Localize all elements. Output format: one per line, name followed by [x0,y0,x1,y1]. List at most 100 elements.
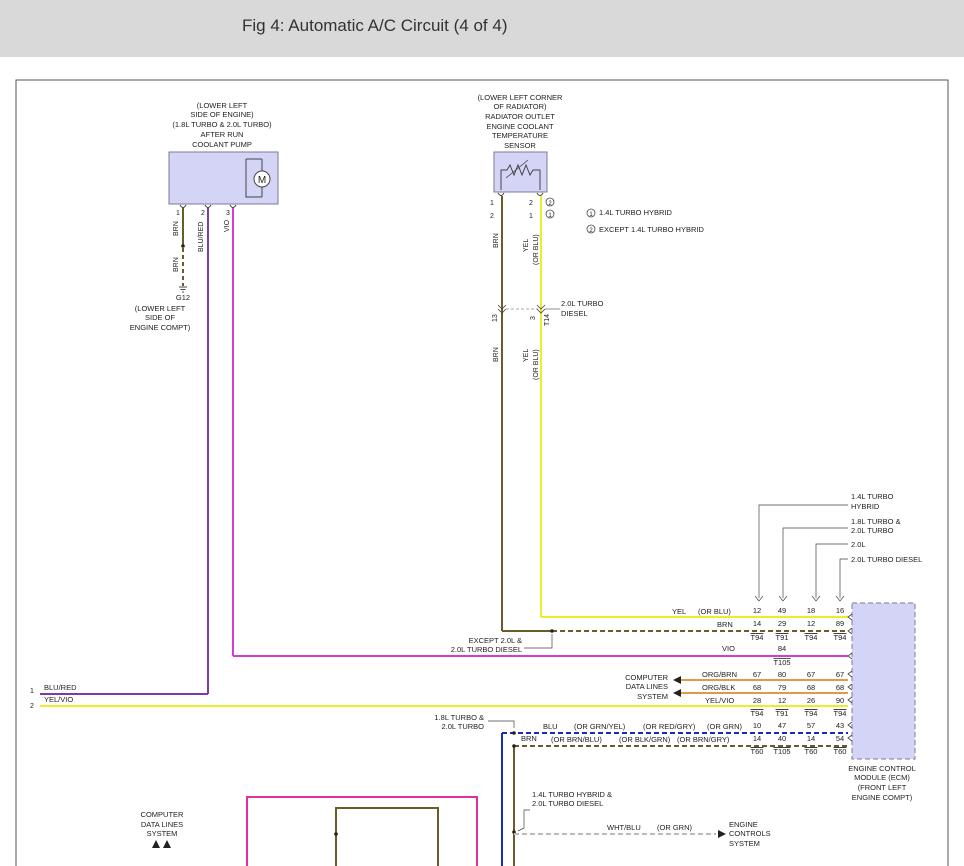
pump-pin-1: 1 [176,210,180,217]
svg-text:T91: T91 [776,709,789,718]
svg-text:DATA LINES: DATA LINES [626,682,668,691]
pump-pin-terminals [179,204,237,208]
sensor-callout-1: 2 [548,201,552,207]
svg-text:(LOWER LEFT: (LOWER LEFT [135,304,186,313]
engine-controls-label: ENGINE CONTROLS SYSTEM [729,820,771,848]
sensor-pin-a1: 1 [490,200,494,207]
svg-text:(FRONT LEFT: (FRONT LEFT [858,783,907,792]
sensor-callout-2: 1 [548,213,552,219]
splice-dot [181,244,185,248]
motor-label: M [258,175,266,186]
thermistor-icon [500,163,541,190]
svg-text:26: 26 [807,696,815,705]
variant-legend: 1 1.4L TURBO HYBRID 2 EXCEPT 1.4L TURBO … [586,208,704,234]
svg-text:89: 89 [836,619,844,628]
svg-text:47: 47 [778,721,786,730]
except-note-line1: EXCEPT 2.0L & [469,636,522,645]
pump-wire1-label: BRN [173,221,180,236]
ecm-row6-alt3: (OR GRN) [707,722,742,731]
t14-pin-left: 13 [492,314,499,322]
splice-dot [512,731,516,735]
svg-text:SENSOR: SENSOR [504,141,536,150]
ecm-module-box [851,602,916,760]
svg-text:RADIATOR OUTLET: RADIATOR OUTLET [485,112,555,121]
svg-text:T105: T105 [773,747,790,756]
splice-dot [512,830,516,834]
ecm-row5-pins: 28 12 26 90 [753,696,844,705]
ecm-row6-pins: 10 47 57 43 [753,721,844,730]
svg-text:T94: T94 [805,709,818,718]
ecm-label: ENGINE CONTROL MODULE (ECM) (FRONT LEFT … [848,764,916,802]
svg-text:ENGINE COOLANT: ENGINE COOLANT [486,122,554,131]
svg-text:CONTROLS: CONTROLS [729,829,771,838]
svg-text:14: 14 [753,619,761,628]
svg-text:14: 14 [753,734,761,743]
t14-pin-right: 3 [530,316,537,320]
sensor-wire-right-alt-label: (OR BLU) [533,234,540,265]
svg-text:54: 54 [836,734,844,743]
svg-text:T91: T91 [776,633,789,642]
svg-text:67: 67 [807,670,815,679]
turbo-note-leader [488,720,515,728]
svg-text:G12: G12 [176,293,190,302]
svg-text:68: 68 [807,683,815,692]
arrow-up-icon [163,840,171,848]
arrow-up-icon [152,840,160,848]
svg-text:SIDE OF: SIDE OF [145,313,175,322]
svg-text:12: 12 [753,606,761,615]
ground-g12-label: G12 (LOWER LEFT SIDE OF ENGINE COMPT) [130,293,191,332]
ecm-row3-wire: ORG/BRN [702,670,737,679]
ecm-row3-pins: 67 80 67 67 [753,670,844,679]
svg-text:1.8L TURBO &: 1.8L TURBO & [434,713,484,722]
svg-text:10: 10 [753,721,761,730]
svg-text:SIDE OF ENGINE): SIDE OF ENGINE) [190,110,254,119]
svg-text:COMPUTER: COMPUTER [625,673,669,682]
ecm-row6-alt2: (OR RED/GRY) [643,722,696,731]
diagram-frame [15,79,949,866]
svg-text:12: 12 [778,696,786,705]
svg-text:T94: T94 [751,633,764,642]
pump-pin-3: 3 [226,210,230,217]
svg-text:DATA LINES: DATA LINES [141,820,183,829]
svg-text:MODULE (ECM): MODULE (ECM) [854,773,910,782]
splice-dot [550,629,554,633]
thermistor-arrow-icon [505,159,529,179]
ecm-connector-row3: T60 T105 T60 T60 [751,747,847,756]
svg-text:2.0L TURBO: 2.0L TURBO [441,722,484,731]
ground-icon [179,286,187,293]
svg-text:T60: T60 [751,747,764,756]
arrow-icon [718,830,726,838]
t14-note-line2: DIESEL [561,309,588,318]
svg-text:OF RADIATOR): OF RADIATOR) [493,102,547,111]
sensor-pin-b2: 1 [529,213,533,220]
svg-text:2.0L TURBO: 2.0L TURBO [851,526,894,535]
pump-pin-2: 2 [201,210,205,217]
svg-text:SYSTEM: SYSTEM [729,839,760,848]
ecm-row2-wire: BRN [717,620,733,629]
sensor-pin-a2: 2 [490,213,494,220]
ecm-row7-alt2: (OR BLK/GRN) [619,735,671,744]
t14-note-line1: 2.0L TURBO [561,299,604,308]
svg-text:ENGINE: ENGINE [729,820,758,829]
pump-wire2-label: BLU/RED [198,222,205,252]
figure-header: Fig 4: Automatic A/C Circuit (4 of 4) [0,0,964,57]
svg-text:2.0L: 2.0L [851,540,866,549]
svg-text:T94: T94 [805,633,818,642]
svg-text:1.4L TURBO HYBRID &: 1.4L TURBO HYBRID & [532,790,612,799]
except-note-line2: 2.0L TURBO DIESEL [451,645,522,654]
svg-text:1.4L TURBO: 1.4L TURBO [851,492,894,501]
sensor-wire-right-label: YEL [523,239,530,252]
svg-text:HYBRID: HYBRID [851,502,880,511]
left-wire-1-label: BLU/RED [44,683,77,692]
svg-text:SYSTEM: SYSTEM [147,829,178,838]
svg-text:ENGINE CONTROL: ENGINE CONTROL [848,764,916,773]
hybrid-note-leader [517,809,530,832]
ecm-vio-wire: VIO [722,644,735,653]
callout-circle [545,209,555,219]
svg-text:67: 67 [753,670,761,679]
svg-text:40: 40 [778,734,786,743]
svg-text:28: 28 [753,696,761,705]
svg-text:T94: T94 [751,709,764,718]
callout-circle [545,197,555,207]
